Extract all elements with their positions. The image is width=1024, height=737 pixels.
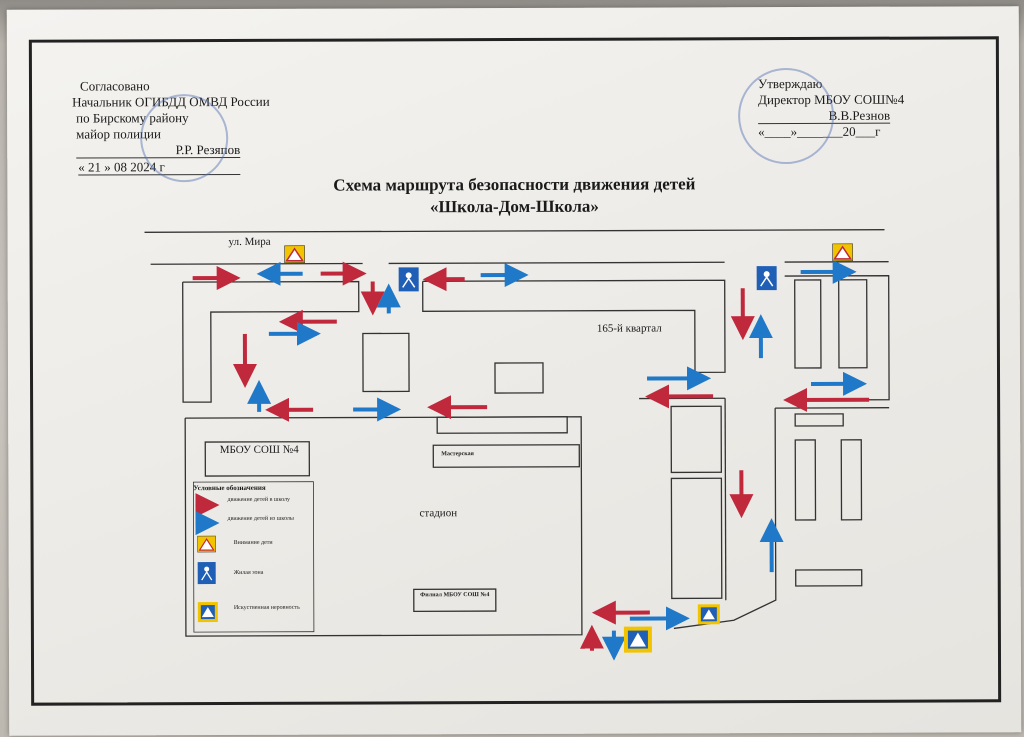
building bbox=[794, 439, 817, 521]
building bbox=[494, 362, 544, 394]
building bbox=[840, 439, 863, 521]
attention-children-sign bbox=[832, 243, 853, 262]
route-map bbox=[144, 229, 890, 661]
speed-bump-sign bbox=[697, 604, 720, 625]
building bbox=[670, 477, 723, 600]
legend-attention: Внимание дети bbox=[233, 539, 273, 546]
workshop-building bbox=[432, 444, 580, 468]
workshop-label: Мастерская bbox=[441, 451, 474, 458]
legend-box bbox=[192, 481, 315, 633]
arrows-to-school bbox=[192, 261, 870, 651]
legend-to-school: движение детей в школу bbox=[227, 496, 291, 504]
quarter-label: 165-й квартал bbox=[596, 322, 662, 335]
document-sheet: Согласовано Начальник ОГИБДД ОМВД России… bbox=[6, 6, 1022, 736]
legend-bump: Искуственная неровность bbox=[233, 604, 300, 611]
legend-from-school: движение детей из школы bbox=[227, 515, 294, 523]
legend-residential-icon bbox=[197, 562, 216, 585]
branch-building bbox=[413, 588, 497, 613]
title-underline bbox=[144, 229, 885, 233]
building bbox=[362, 332, 410, 393]
street-label: ул. Мира bbox=[228, 235, 271, 248]
street-line bbox=[388, 261, 725, 265]
legend-attention-icon bbox=[197, 535, 216, 553]
speed-bump-sign bbox=[623, 626, 652, 653]
arrows-from-school bbox=[195, 259, 868, 661]
building-block bbox=[422, 279, 726, 374]
building bbox=[795, 569, 863, 587]
building bbox=[794, 279, 822, 369]
stadium-label: стадион bbox=[419, 507, 458, 520]
document-frame: Согласовано Начальник ОГИБДД ОМВД России… bbox=[28, 36, 1002, 706]
branch-label: Филиал МБОУ СОШ №4 bbox=[420, 592, 490, 599]
legend-residential: Жилая зона bbox=[233, 569, 264, 576]
residential-zone-sign bbox=[398, 267, 419, 292]
building bbox=[436, 416, 568, 434]
street-line bbox=[150, 262, 363, 265]
school-building bbox=[204, 441, 311, 477]
residential-zone-sign bbox=[756, 266, 777, 291]
attention-children-sign bbox=[284, 245, 305, 264]
building bbox=[670, 405, 723, 474]
legend-bump-icon bbox=[197, 602, 218, 623]
school-label: МБОУ СОШ №4 bbox=[219, 443, 299, 457]
building-block bbox=[182, 280, 360, 403]
building-block bbox=[784, 275, 890, 401]
legend-heading: Условные обозначения bbox=[193, 483, 266, 493]
building bbox=[838, 279, 868, 369]
building bbox=[794, 413, 844, 427]
